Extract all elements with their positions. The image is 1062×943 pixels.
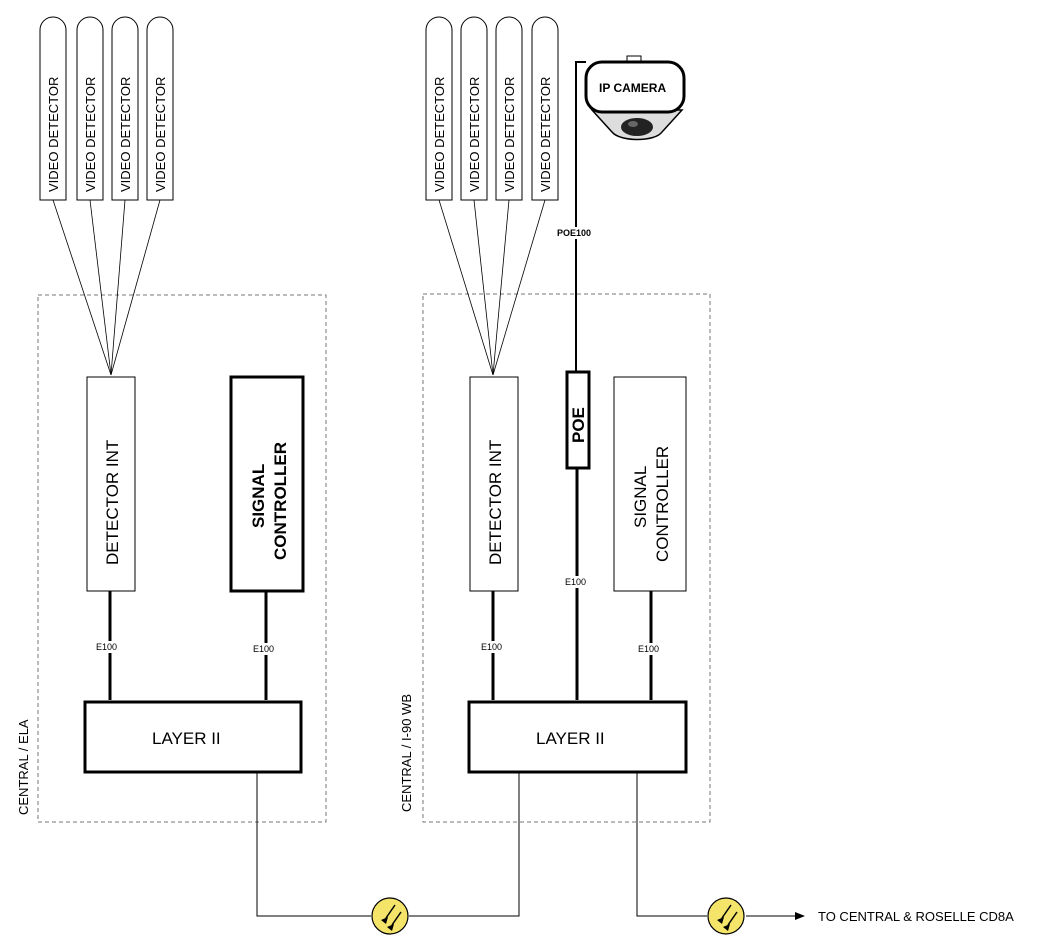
signal-controller-label: SIGNAL [249,464,268,528]
layer2-switch-box [467,700,688,774]
site-left: CENTRAL / ELA VIDEO DETECTOR VIDEO DETEC… [16,16,327,823]
video-detector: VIDEO DETECTOR [460,16,488,201]
signal-controller-box [229,375,305,593]
detector-int-box [469,376,519,592]
detector-int-label: DETECTOR INT [103,440,122,565]
link-label: E100 [253,644,274,654]
svg-text:VIDEO DETECTOR: VIDEO DETECTOR [467,77,482,192]
svg-text:VIDEO DETECTOR: VIDEO DETECTOR [83,77,98,192]
link-label: E100 [481,642,502,652]
signal-controller-label: CONTROLLER [653,446,672,562]
fiber-links [256,772,805,920]
destination-label: TO CENTRAL & ROSELLE CD8A [818,909,1014,924]
video-detector: VIDEO DETECTOR [425,16,453,201]
video-detector: VIDEO DETECTOR [495,16,523,201]
link-label: E100 [565,577,586,587]
svg-text:VIDEO DETECTOR: VIDEO DETECTOR [153,77,168,192]
fiber-connection-icon [707,897,745,935]
site-frame-right [422,293,711,823]
video-detector: VIDEO DETECTOR [146,16,174,201]
detector-int-label: DETECTOR INT [486,440,505,565]
poe-injector-label: POE [569,407,588,443]
svg-text:VIDEO DETECTOR: VIDEO DETECTOR [502,77,517,192]
camera-cable [575,61,586,372]
link-label: E100 [96,642,117,652]
svg-text:VIDEO DETECTOR: VIDEO DETECTOR [432,77,447,192]
site-label-left: CENTRAL / ELA [16,719,31,815]
signal-controller-label: CONTROLLER [271,442,290,560]
site-label-right: CENTRAL / I-90 WB [399,694,414,812]
link-label: E100 [638,644,659,654]
video-detector: VIDEO DETECTOR [531,16,559,201]
site-right: CENTRAL / I-90 WB VIDEO DETECTOR VIDEO D… [399,16,711,823]
site-frame-left [37,294,327,823]
layer2-switch-label: LAYER II [152,729,221,748]
layer2-switch-label: LAYER II [536,729,605,748]
video-detector: VIDEO DETECTOR [111,16,139,201]
ip-camera: IP CAMERA [584,55,686,141]
layer2-switch-box [83,700,303,774]
svg-text:VIDEO DETECTOR: VIDEO DETECTOR [46,77,61,192]
svg-text:VIDEO DETECTOR: VIDEO DETECTOR [118,77,133,192]
signal-controller-box [613,376,687,592]
detector-int-box [86,376,136,592]
detector-cables [52,199,161,376]
fiber-connection-icon [371,897,409,935]
link-label: POE100 [557,228,591,238]
video-detector: VIDEO DETECTOR [76,16,104,201]
svg-text:VIDEO DETECTOR: VIDEO DETECTOR [538,77,553,192]
video-detector: VIDEO DETECTOR [39,16,67,201]
signal-controller-label: SIGNAL [631,466,650,528]
ip-camera-label: IP CAMERA [599,81,666,95]
detector-cables [438,199,546,376]
